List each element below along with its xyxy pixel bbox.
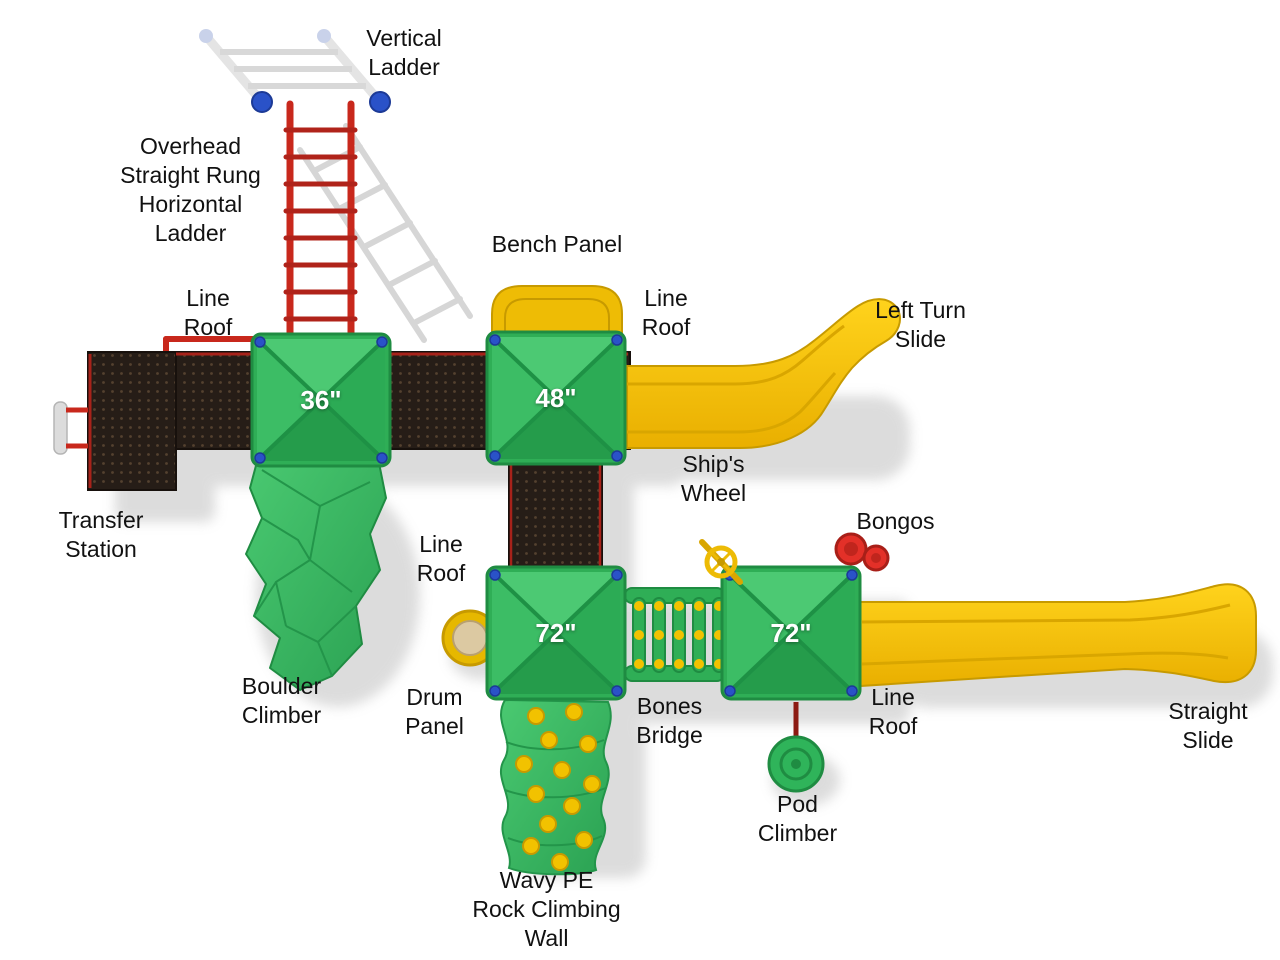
ships-wheel-label: Ship's Wheel — [680, 451, 747, 506]
platform-36-height-label: 36" — [300, 384, 342, 415]
vertical-ladder-shape — [163, 100, 365, 355]
vertical-ladder-label: Vertical Ladder — [366, 25, 442, 80]
ladder-connector-icon — [369, 91, 391, 113]
drum-panel-label: Drum Panel — [405, 684, 464, 739]
bongos-label: Bongos — [856, 508, 935, 534]
boulder-climber-shape — [245, 457, 387, 691]
platform-48-height-label: 48" — [535, 382, 577, 413]
transfer-step — [53, 401, 68, 455]
left-turn-slide-shape — [626, 298, 901, 449]
boulder-climber-label: Boulder Climber — [241, 673, 322, 728]
straight-slide-shape — [859, 583, 1257, 688]
bones-bridge-label: Bones Bridge — [636, 693, 703, 748]
bench-panel-shape — [491, 285, 623, 337]
ladder-connector-icon — [317, 29, 331, 43]
transfer-station-label: Transfer Station — [58, 507, 144, 562]
rock-holds — [515, 703, 601, 871]
ladder-connector-icon — [251, 91, 273, 113]
overhead-ladder-shape — [199, 29, 391, 113]
bench-panel-label: Bench Panel — [491, 231, 623, 257]
bongos-shape — [834, 532, 890, 572]
line-roof-label-1: Line Roof — [183, 285, 233, 340]
straight-slide-label: Straight Slide — [1168, 698, 1248, 753]
left-turn-slide-label: Left Turn Slide — [875, 297, 966, 352]
overhead-ladder-label: Overhead Straight Rung Horizontal Ladder — [120, 133, 261, 246]
line-roof-label-4: Line Roof — [868, 684, 918, 739]
wavy-wall-label: Wavy PE Rock Climbing Wall — [472, 867, 621, 951]
ladder-connector-icon — [199, 29, 213, 43]
wavy-rock-wall-shape — [499, 698, 612, 876]
pod-climber-shape — [767, 702, 825, 793]
line-roof-label-2: Line Roof — [641, 285, 691, 340]
ships-wheel-shape — [699, 539, 743, 585]
platform-72-left-height-label: 72" — [535, 617, 577, 648]
line-roof-label-3: Line Roof — [416, 531, 466, 586]
pod-climber-label: Pod Climber — [757, 791, 838, 846]
platform-72-right-height-label: 72" — [770, 617, 812, 648]
